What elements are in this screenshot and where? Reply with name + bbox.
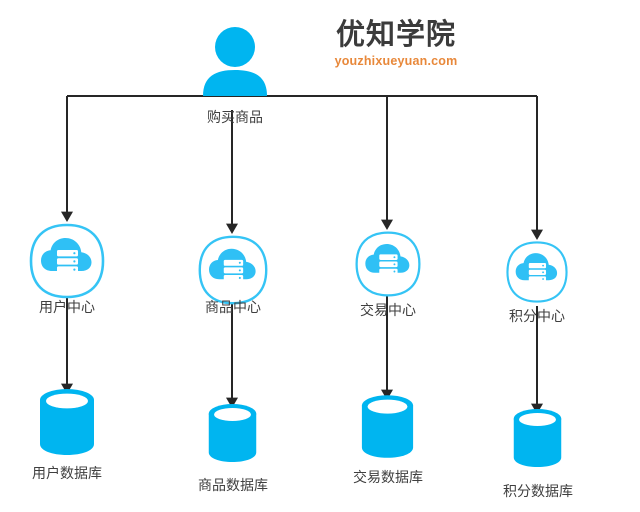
database-node-3[interactable] xyxy=(360,394,415,464)
service-node-2[interactable] xyxy=(197,234,269,311)
actor-user xyxy=(199,26,271,96)
database-label-2: 商品数据库 xyxy=(198,477,268,493)
cloud-server-icon xyxy=(506,241,568,303)
database-cylinder-icon xyxy=(40,389,94,455)
database-cylinder-icon xyxy=(513,408,562,468)
brand-block: 优知学院 youzhixueyuan.com xyxy=(306,19,486,69)
service-node-1[interactable] xyxy=(28,222,106,305)
service-node-3[interactable] xyxy=(354,230,422,303)
database-node-2[interactable] xyxy=(207,402,258,469)
actor-label: 购买商品 xyxy=(207,109,263,125)
database-label-4: 积分数据库 xyxy=(503,483,573,499)
service-label-3: 交易中心 xyxy=(360,302,416,318)
user-icon xyxy=(203,27,267,96)
service-label-1: 用户中心 xyxy=(39,299,95,315)
service-node-4[interactable] xyxy=(505,240,569,309)
cloud-server-icon xyxy=(198,235,268,305)
cloud-server-icon xyxy=(29,223,105,299)
database-node-1[interactable] xyxy=(38,388,96,461)
database-cylinder-icon xyxy=(208,403,257,463)
page-title: 优知学院 xyxy=(335,19,456,51)
cloud-server-icon xyxy=(355,231,421,297)
database-label-3: 交易数据库 xyxy=(353,469,423,485)
service-label-2: 商品中心 xyxy=(205,299,261,315)
database-cylinder-icon xyxy=(361,395,414,458)
database-label-1: 用户数据库 xyxy=(32,465,102,481)
brand-website: youzhixueyuan.com xyxy=(334,54,458,69)
database-node-4[interactable] xyxy=(512,408,563,473)
service-label-4: 积分中心 xyxy=(509,308,565,324)
